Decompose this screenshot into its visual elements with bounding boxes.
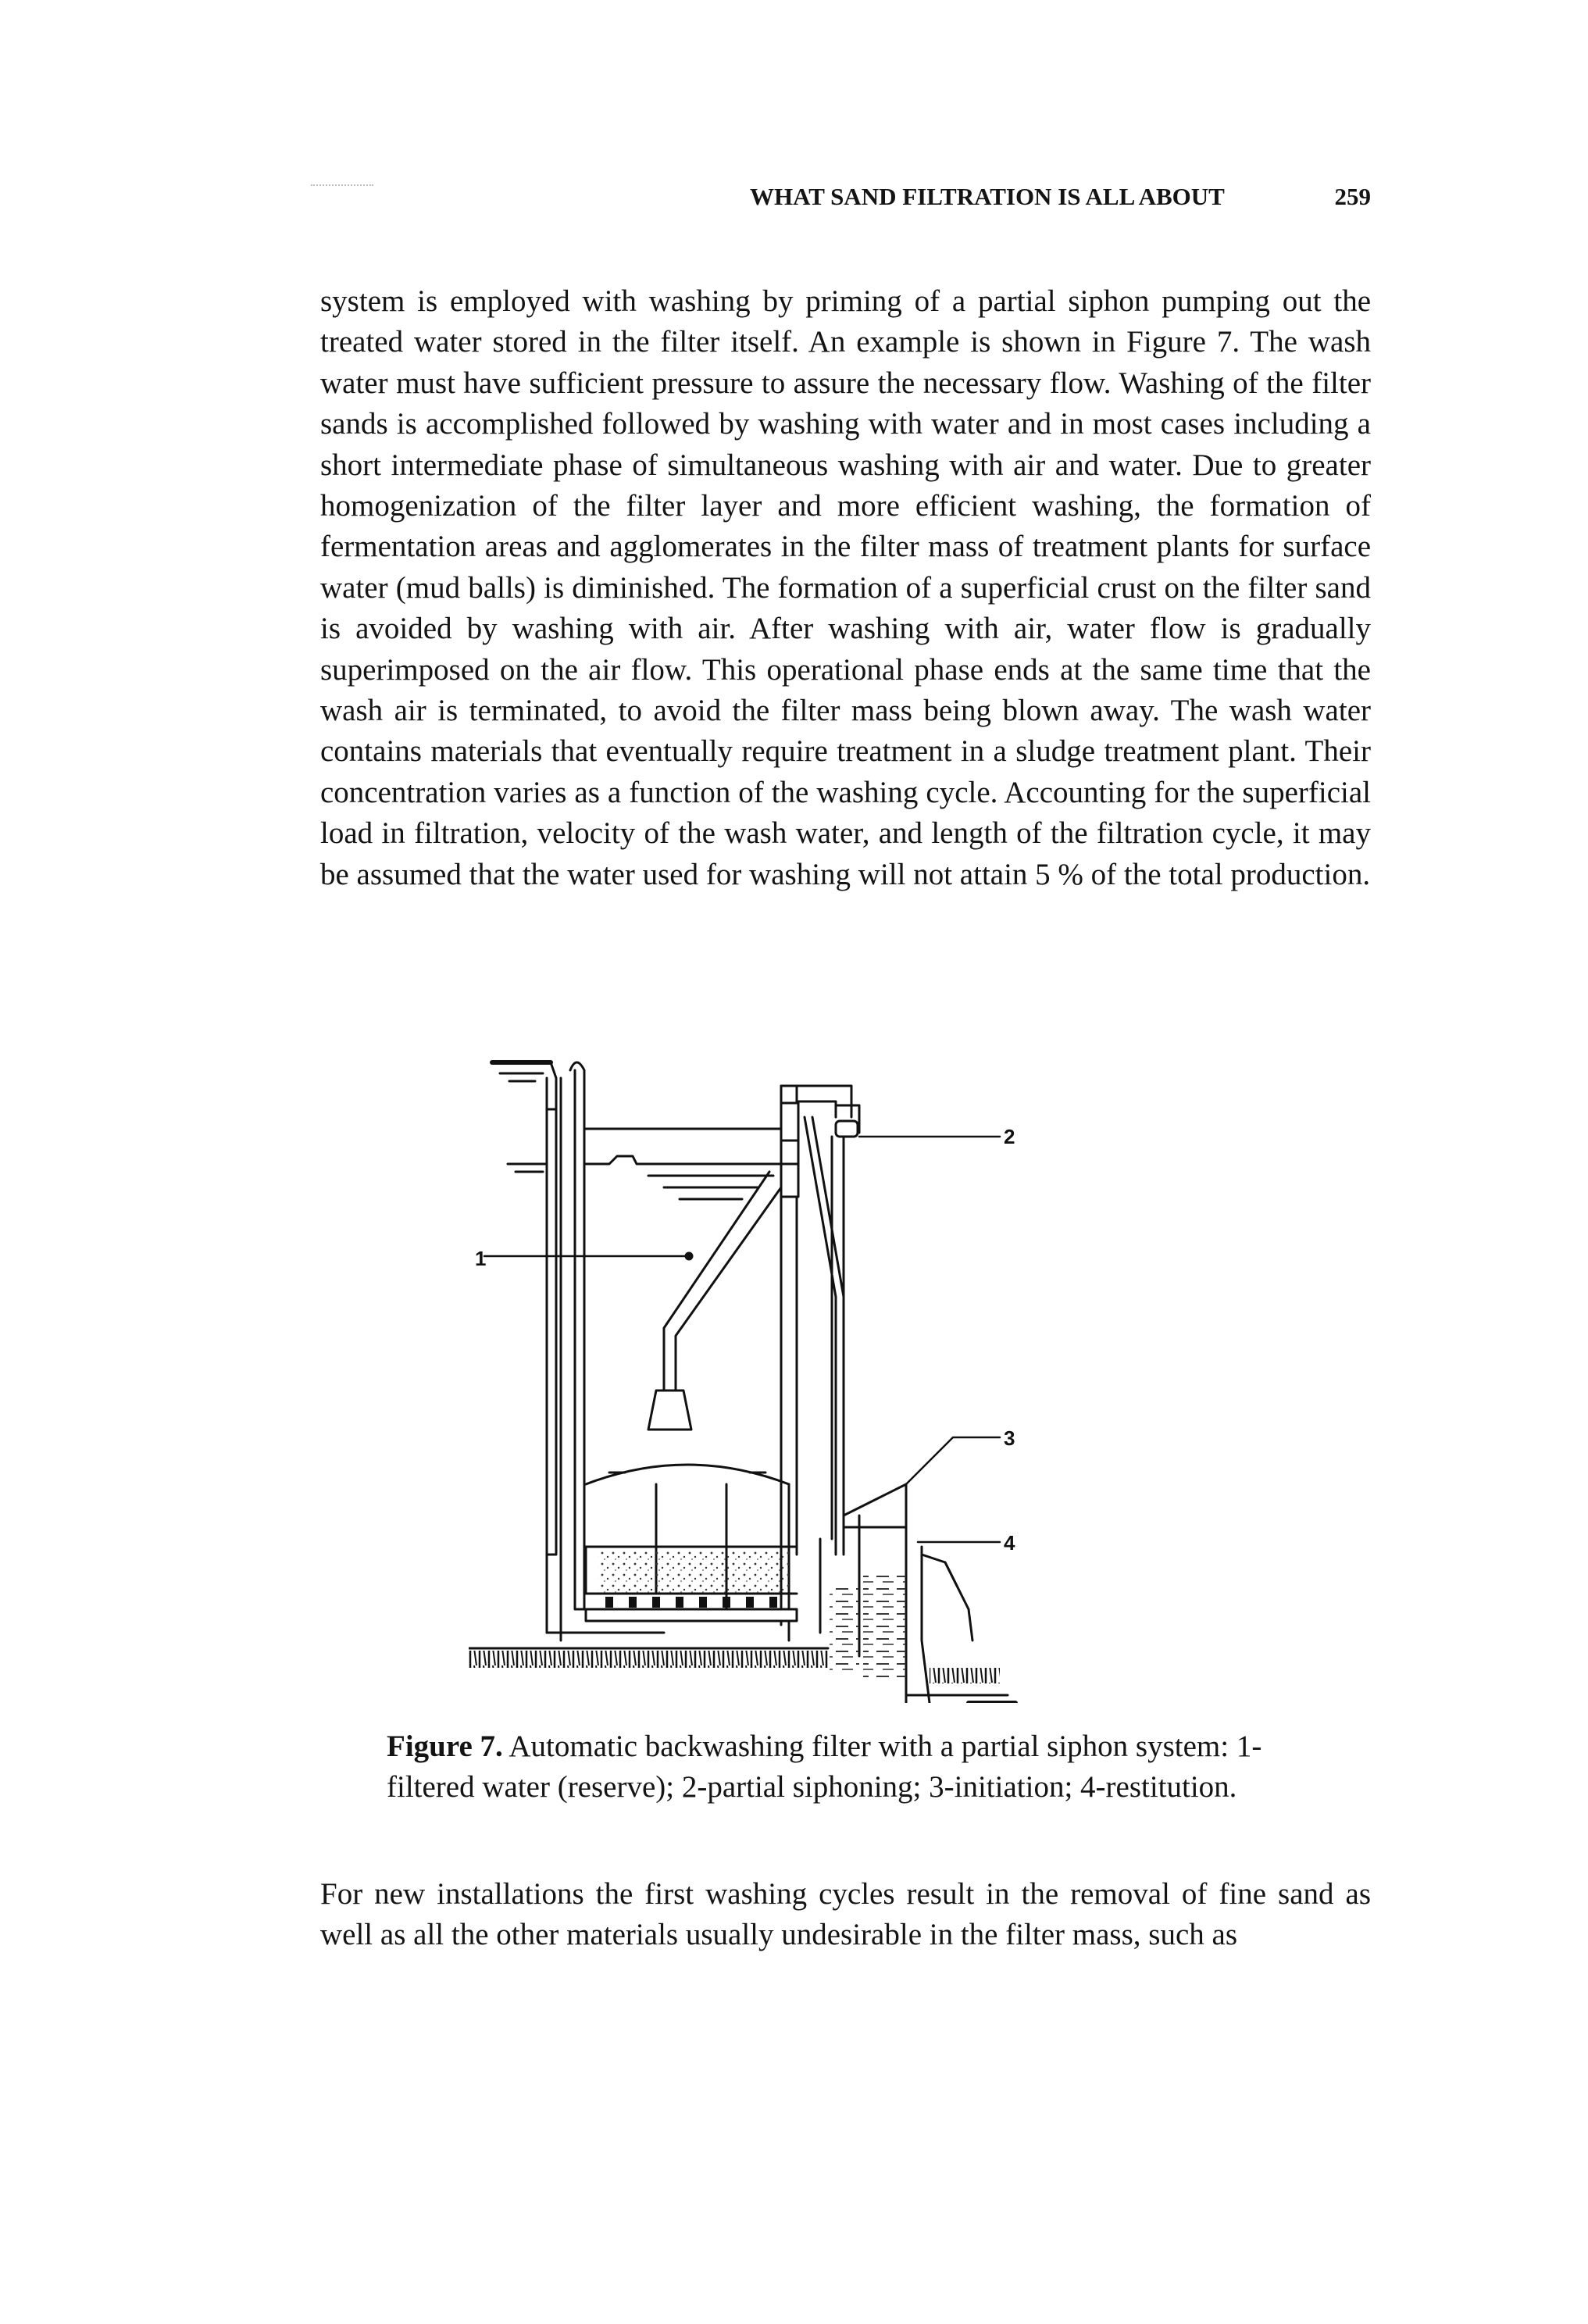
filter-diagram-svg: 1 2 3 4: [469, 1060, 1018, 1703]
label-3: 3: [1004, 1426, 1015, 1450]
figure-caption: Figure 7. Automatic backwashing filter w…: [387, 1726, 1308, 1808]
ground-left: [469, 1651, 828, 1668]
caption-text: Automatic backwashing filter with a part…: [387, 1730, 1262, 1804]
figure-7-diagram: 1 2 3 4: [469, 1047, 1172, 1703]
page-header: WHAT SAND FILTRATION IS ALL ABOUT 259: [320, 183, 1371, 222]
label-1: 1: [475, 1247, 486, 1270]
sand-layer: [598, 1551, 789, 1594]
body-paragraph-top: system is employed with washing by primi…: [320, 284, 1371, 891]
caption-label: Figure 7.: [387, 1730, 503, 1763]
running-title: WHAT SAND FILTRATION IS ALL ABOUT: [750, 183, 1225, 210]
page-number: 259: [1334, 183, 1372, 210]
body-paragraph-bottom: For new installations the first washing …: [320, 1877, 1371, 1952]
water-chamber-right: [863, 1570, 906, 1680]
water-chamber-left: [830, 1586, 859, 1672]
nozzle-row: [605, 1597, 777, 1608]
diagram-lines: [469, 1060, 1018, 1703]
label-4: 4: [1004, 1531, 1015, 1555]
scan-artifact: [311, 184, 373, 189]
ground-right: [930, 1668, 1000, 1683]
label-2: 2: [1004, 1125, 1015, 1148]
